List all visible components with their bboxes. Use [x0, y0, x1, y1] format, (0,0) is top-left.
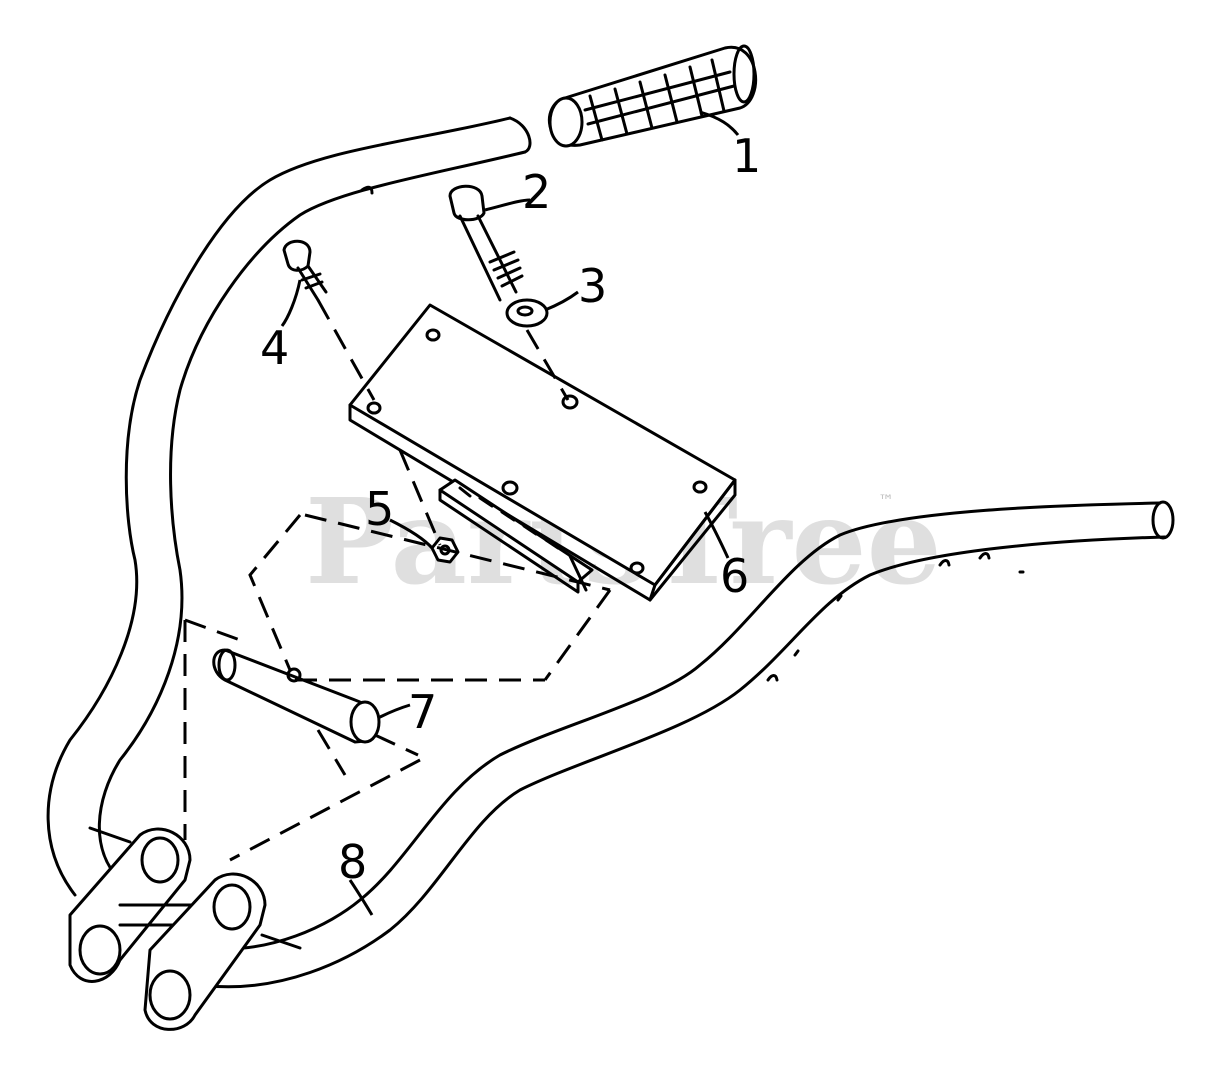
watermark-trademark: ™ [878, 491, 894, 510]
callout-leaders [280, 110, 740, 916]
handlebar-brackets [68, 826, 302, 1031]
grip-ribbing [583, 58, 736, 142]
callout-8: 8 [338, 835, 367, 889]
callout-labels: 1 2 3 4 5 6 7 8 [260, 129, 761, 889]
assembly-lines [183, 299, 612, 862]
part-2-bolt [448, 184, 524, 302]
part-3-washer [505, 298, 549, 328]
part-4-bolt [282, 239, 328, 302]
callout-7: 7 [408, 685, 437, 739]
callout-4: 4 [260, 321, 289, 375]
part-6-plate [348, 303, 737, 602]
callout-3: 3 [578, 259, 607, 313]
callout-6: 6 [720, 549, 749, 603]
callout-5: 5 [365, 482, 394, 536]
part-7-spacer [212, 648, 381, 744]
callout-2: 2 [522, 165, 551, 219]
part-1-grip [548, 44, 758, 148]
part-8-handlebar [46, 116, 1175, 989]
callout-1: 1 [732, 129, 761, 183]
